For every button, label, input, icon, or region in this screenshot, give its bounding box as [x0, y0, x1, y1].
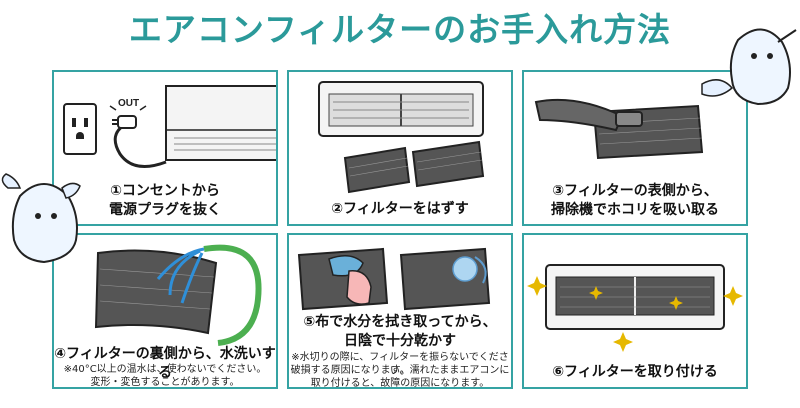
unplug-illustration: OUT	[63, 85, 276, 168]
step-5-note1: ※水切りの際に、フィルターを振らないでください。	[291, 352, 509, 377]
step-1-line1: ①コンセントから	[110, 183, 220, 199]
step-3-line1: ③フィルターの表側から、	[552, 183, 718, 199]
filter-left	[343, 146, 411, 194]
dry-filter-illustration	[297, 247, 491, 311]
step-4-line1: ④フィルターの裏側から、水洗いする	[54, 346, 276, 381]
out-label: OUT	[118, 98, 139, 109]
remove-filter-illustration	[318, 81, 485, 194]
step-4-note2: 変形・変色することがあります。	[90, 377, 240, 388]
power-cord	[113, 122, 167, 168]
filter-back-side	[94, 249, 218, 335]
step-5-line1: ⑤布で水分を拭き取ってから、	[303, 314, 497, 330]
step-1-panel: OUT ①コンセントから 電源プラグを抜く	[52, 70, 278, 226]
step-5-panel: ⑤布で水分を拭き取ってから、 日陰で十分乾かす ※水切りの際に、フィルターを振ら…	[287, 233, 513, 389]
plug-icon	[117, 115, 137, 129]
air-icon	[452, 256, 478, 282]
hose-icon	[203, 244, 262, 346]
step-6-panel: ⑥フィルターを取り付ける	[522, 233, 748, 389]
reattach-filter-illustration	[527, 264, 743, 352]
step-2-line1: ②フィルターをはずす	[331, 201, 469, 217]
aircon-unit	[165, 85, 276, 161]
vacuum-cleaner-icon	[534, 98, 624, 132]
sparkle-icons	[527, 276, 743, 352]
step-1-line2: 電源プラグを抜く	[109, 202, 221, 218]
water-stream	[156, 247, 205, 304]
step-5-note3: 取り付けると、故障の原因になります。	[310, 378, 490, 389]
vacuum-filter-illustration	[534, 98, 704, 160]
step-4-panel: ④フィルターの裏側から、水洗いする ※40°C以上の温水は、使わないでください。…	[52, 233, 278, 389]
step-3-line2: 掃除機でホコリを吸い取る	[551, 202, 719, 218]
step-2-panel: ②フィルターをはずす	[287, 70, 513, 226]
outlet-icon	[63, 103, 97, 155]
step-5-note2: 破損する原因になります。濡れたままエアコンに	[290, 365, 510, 376]
page-title: エアコンフィルターのお手入れ方法	[128, 10, 672, 49]
step-4-note1: ※40°C以上の温水は、使わないでください。	[63, 364, 267, 375]
hand-icon	[346, 270, 372, 305]
filter-right	[411, 140, 485, 188]
step-6-line1: ⑥フィルターを取り付ける	[552, 364, 718, 380]
mascot-left	[1, 173, 81, 264]
wash-filter-illustration	[94, 244, 262, 346]
step-5-line2: 日陰で十分乾かす	[344, 333, 456, 349]
mascot-right	[701, 28, 797, 106]
